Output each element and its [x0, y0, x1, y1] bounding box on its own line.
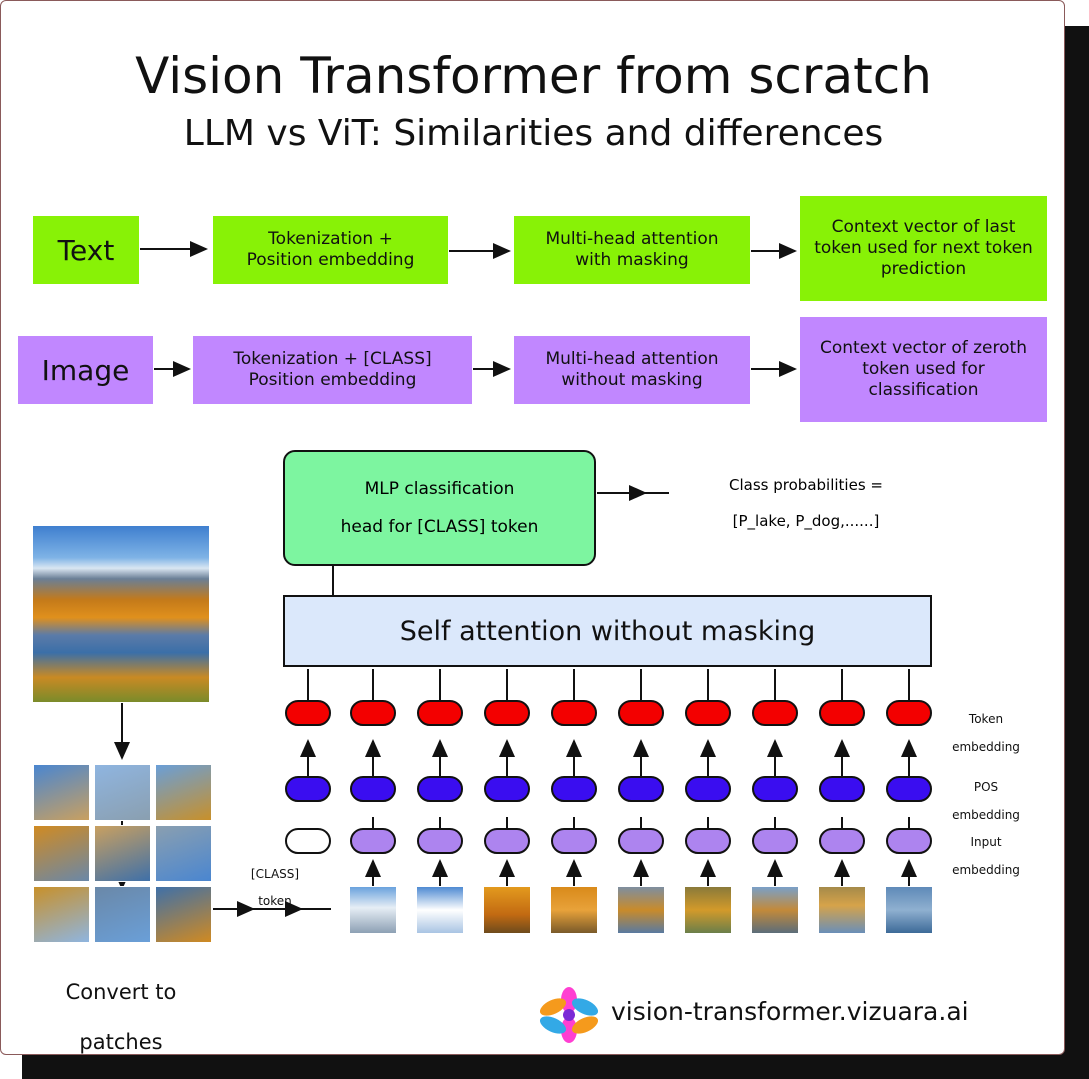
image-patch [886, 887, 932, 933]
class-probabilities-line1: Class probabilities = [729, 476, 883, 494]
class-token-line1: [CLASS] [250, 867, 300, 881]
text-tokenization-box: Tokenization + Position embedding [213, 216, 448, 284]
token-embedding-pill [484, 700, 530, 726]
legend-pos-embedding: POS embedding [941, 773, 1031, 829]
token-embedding-pill [886, 700, 932, 726]
text-attention-box: Multi-head attention with masking [514, 216, 750, 284]
input-embedding-pill [819, 828, 865, 854]
token-embedding-pill [285, 700, 331, 726]
token-embedding-pill [618, 700, 664, 726]
input-embedding-pill [618, 828, 664, 854]
text-attention-label: Multi-head attention with masking [545, 229, 719, 270]
input-embedding-pill [350, 828, 396, 854]
class-probabilities-line2: [P_lake, P_dog,......] [732, 512, 880, 530]
image-attention-box: Multi-head attention without masking [514, 336, 750, 404]
legend-input-line2: embedding [952, 863, 1020, 877]
pos-embedding-pill [285, 776, 331, 802]
input-embedding-pill [484, 828, 530, 854]
legend-token-line1: Token [968, 712, 1004, 726]
legend-input-embedding: Input embedding [941, 828, 1031, 884]
image-attention-label: Multi-head attention without masking [545, 349, 719, 390]
pos-embedding-pill [618, 776, 664, 802]
image-patch [752, 887, 798, 933]
page-title: Vision Transformer from scratch [135, 47, 932, 105]
patch-grid-cell [94, 764, 151, 821]
image-patch [417, 887, 463, 933]
patch-grid-cell [33, 764, 90, 821]
mlp-head-line2: head for [CLASS] token [340, 517, 539, 537]
patch-grid-cell [155, 825, 212, 882]
patches-caption-line1: Convert to [65, 980, 177, 1004]
token-embedding-pill [685, 700, 731, 726]
legend-input-line1: Input [970, 835, 1002, 849]
footer-url: vision-transformer.vizuara.ai [611, 997, 969, 1026]
image-output-box: Context vector of zeroth token used for … [800, 317, 1047, 422]
page-subtitle: LLM vs ViT: Similarities and differences [183, 113, 884, 154]
input-embedding-pill [752, 828, 798, 854]
class-token-line2: token [258, 894, 292, 908]
pos-embedding-pill [417, 776, 463, 802]
patch-grid-cell [155, 764, 212, 821]
pos-embedding-pill [886, 776, 932, 802]
self-attention-box: Self attention without masking [283, 595, 932, 667]
legend-token-line2: embedding [952, 740, 1020, 754]
patch-grid-cell [33, 886, 90, 943]
image-tokenization-label: Tokenization + [CLASS] Position embeddin… [233, 349, 432, 390]
image-input-label: Image [41, 353, 130, 387]
image-patch [350, 887, 396, 933]
patch-grid-cell [94, 825, 151, 882]
pos-embedding-pill [685, 776, 731, 802]
image-patch [484, 887, 530, 933]
token-embedding-pill [350, 700, 396, 726]
patches-caption-line2: patches [79, 1030, 163, 1054]
image-patch [618, 887, 664, 933]
legend-pos-line1: POS [973, 780, 999, 794]
token-embedding-pill [551, 700, 597, 726]
mlp-head-box: MLP classification head for [CLASS] toke… [283, 450, 596, 566]
input-embedding-pill [886, 828, 932, 854]
token-embedding-pill [417, 700, 463, 726]
input-embedding-pill [685, 828, 731, 854]
image-patch [819, 887, 865, 933]
text-output-label: Context vector of last token used for ne… [814, 217, 1033, 279]
diagram-card: Vision Transformer from scratch LLM vs V… [0, 0, 1065, 1055]
legend-token-embedding: Token embedding [941, 705, 1031, 761]
token-embedding-pill [752, 700, 798, 726]
class-probabilities: Class probabilities = [P_lake, P_dog,...… [691, 467, 921, 539]
input-embedding-pill [551, 828, 597, 854]
image-tokenization-box: Tokenization + [CLASS] Position embeddin… [193, 336, 472, 404]
token-embedding-pill [819, 700, 865, 726]
image-input-box: Image [18, 336, 153, 404]
pos-embedding-pill [484, 776, 530, 802]
legend-pos-line2: embedding [952, 808, 1020, 822]
pos-embedding-pill [819, 776, 865, 802]
patch-grid-cell [155, 886, 212, 943]
pos-embedding-pill [551, 776, 597, 802]
pos-embedding-pill [350, 776, 396, 802]
mlp-head-line1: MLP classification [364, 479, 515, 499]
text-output-box: Context vector of last token used for ne… [800, 196, 1047, 301]
class-token-label: [CLASS] token [233, 861, 317, 915]
source-image [33, 526, 209, 702]
image-output-label: Context vector of zeroth token used for … [820, 338, 1027, 400]
class-token-pill [285, 828, 331, 854]
self-attention-label: Self attention without masking [399, 615, 816, 647]
patch-grid-cell [33, 825, 90, 882]
image-patch [685, 887, 731, 933]
text-input-box: Text [33, 216, 139, 284]
patch-grid [33, 764, 212, 943]
pos-embedding-pill [752, 776, 798, 802]
patch-grid-cell [94, 886, 151, 943]
input-embedding-pill [417, 828, 463, 854]
image-patch [551, 887, 597, 933]
text-input-label: Text [57, 233, 115, 267]
patches-caption: Convert to patches [31, 967, 211, 1067]
text-tokenization-label: Tokenization + Position embedding [246, 229, 415, 270]
vizuara-logo-icon [539, 987, 599, 1043]
